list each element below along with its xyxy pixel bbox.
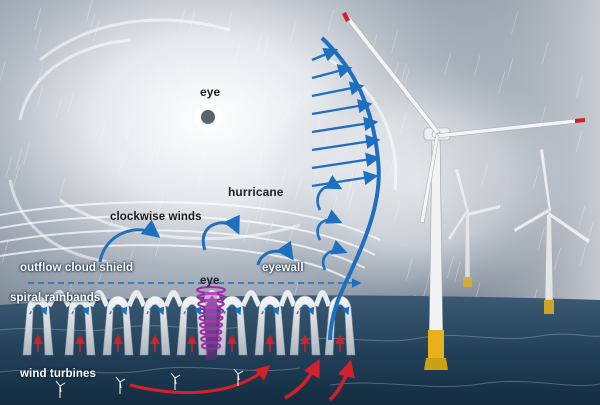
downdraft-blue-arrow [146, 305, 165, 316]
rainband-bridge [88, 290, 110, 308]
wind-speed-arrow [311, 81, 365, 98]
wind-profile-curve [320, 36, 381, 341]
label-eyewall: eyewall [262, 262, 304, 274]
rainband-arches [22, 290, 356, 356]
label-hurricane: hurricane [228, 185, 284, 199]
label-clockwise-winds: clockwise winds [110, 211, 202, 223]
surface-inflow-arrows [129, 358, 355, 402]
wind-turbine-icon [170, 372, 181, 390]
downdraft-blue-arrow [183, 305, 202, 316]
label-wind-turbines: wind turbines [20, 368, 97, 380]
wind-speed-arrow [311, 47, 339, 62]
wind-speed-arrow [311, 98, 373, 116]
wind-speed-profile [311, 36, 381, 341]
label-spiral-rainbands: spiral rainbands [10, 292, 101, 304]
wind-turbine-icon [55, 380, 66, 398]
downdraft-blue-arrow [71, 305, 90, 316]
clockwise-wind-arrows [98, 214, 294, 266]
wind-speed-arrow [311, 152, 381, 170]
eye-spiral-core [205, 292, 217, 360]
downdraft-blue-arrow [109, 305, 128, 316]
rainband-bridge [313, 290, 332, 307]
wind-turbine-icon [341, 11, 586, 370]
rainband-bridge [240, 290, 262, 308]
rainband-bridge [46, 290, 72, 308]
wind-speed-arrow [311, 64, 353, 80]
tiny-turbines [55, 368, 244, 398]
label-outflow-cloud-shield: outflow cloud shield [20, 262, 134, 274]
label-eye-center: eye [200, 275, 220, 287]
downdraft-blue-arrow [29, 305, 48, 316]
wind-speed-arrow [311, 116, 379, 134]
downdraft-blue-arrow [296, 305, 315, 316]
wind-turbine-icon [115, 376, 126, 394]
label-eye-top: eye [200, 85, 221, 99]
downdraft-blue-arrow [261, 305, 280, 316]
eye-dot [201, 110, 215, 124]
sea [0, 295, 600, 405]
downdraft-blue-arrow [223, 305, 242, 316]
rainband-bridge [278, 290, 297, 307]
wind-turbine-icon [514, 149, 590, 314]
inflow-arrows [29, 305, 350, 352]
eye-spiral [196, 286, 226, 360]
wind-turbine-icon [233, 368, 244, 386]
rainband-bridge [126, 290, 147, 307]
rainband-bridge [163, 290, 184, 307]
wind-speed-arrow [311, 170, 379, 188]
eyewall-curls [316, 175, 348, 271]
wind-speed-arrow [311, 134, 381, 152]
wind-turbine-icon [448, 169, 500, 287]
